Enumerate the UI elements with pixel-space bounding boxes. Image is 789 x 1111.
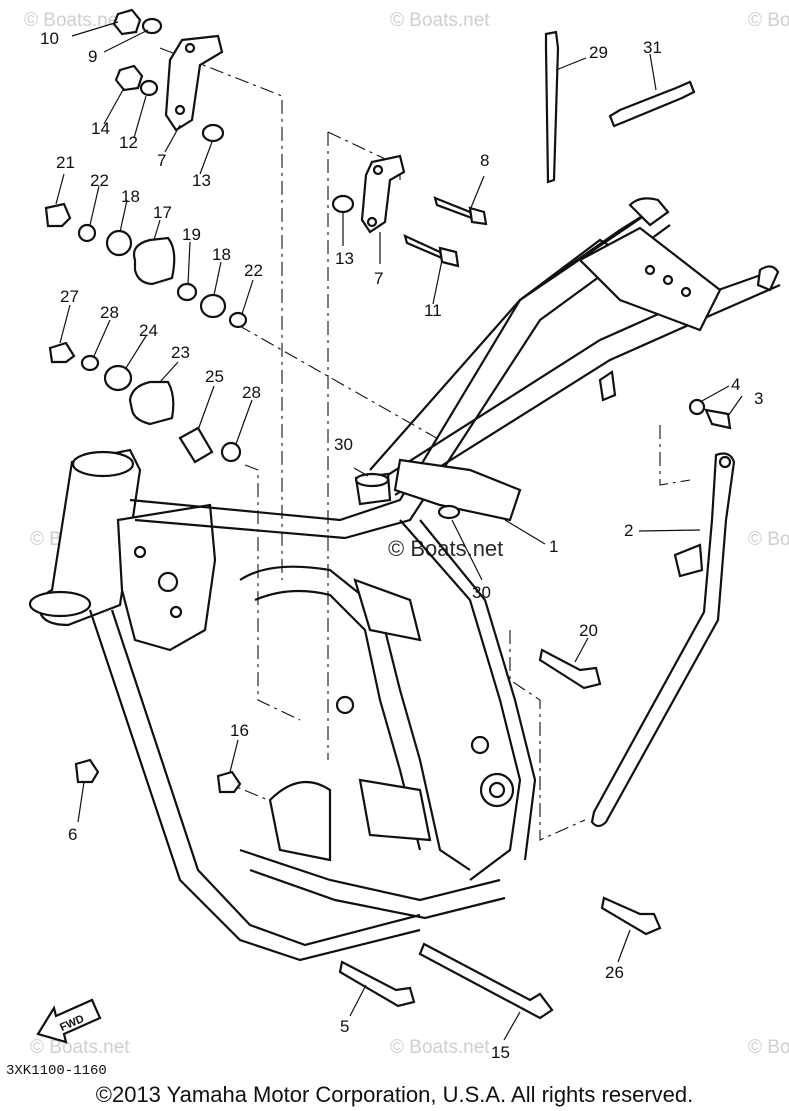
- watermark: © Boats.net: [390, 1037, 490, 1058]
- watermark: © Boats.net: [390, 10, 490, 31]
- callout-2: 2: [624, 521, 633, 540]
- callout-24: 24: [139, 321, 158, 340]
- callout-25: 25: [205, 367, 224, 386]
- watermark-center: © Boats.net: [388, 536, 503, 561]
- main-frame: [28, 197, 781, 962]
- callout-18b: 18: [212, 245, 231, 264]
- callout-6: 6: [68, 825, 77, 844]
- callout-26: 26: [605, 963, 624, 982]
- callout-13b: 13: [335, 249, 354, 268]
- leader-lines: [55, 21, 743, 1041]
- callout-7a: 7: [157, 151, 166, 170]
- callout-13a: 13: [192, 171, 211, 190]
- watermark: © Boats.net: [748, 1037, 789, 1058]
- drawing-code: 3XK1100-1160: [6, 1063, 107, 1079]
- callout-7b: 7: [374, 269, 383, 288]
- watermark: © Boats.net: [24, 10, 124, 31]
- callout-22a: 22: [90, 171, 109, 190]
- callout-15: 15: [491, 1043, 510, 1062]
- callout-4: 4: [731, 375, 740, 394]
- callout-20: 20: [579, 621, 598, 640]
- callout-28b: 28: [242, 383, 261, 402]
- callout-9: 9: [88, 47, 97, 66]
- callout-11: 11: [424, 301, 442, 320]
- callout-18a: 18: [121, 187, 140, 206]
- callout-1: 1: [549, 537, 558, 556]
- callout-23: 23: [171, 343, 190, 362]
- callout-27: 27: [60, 287, 79, 306]
- callout-5: 5: [340, 1017, 349, 1036]
- callout-17: 17: [153, 203, 172, 222]
- fwd-arrow-icon: FWD: [36, 998, 102, 1044]
- callout-22b: 22: [244, 261, 263, 280]
- callout-21: 21: [56, 153, 75, 172]
- frame-brace: [590, 452, 736, 828]
- callout-labels: 10 9 14 12 7 13 21 22 18 17 19 18 22 27 …: [40, 29, 763, 1062]
- callout-30b: 30: [472, 583, 491, 602]
- callout-14: 14: [91, 119, 110, 138]
- hardware-parts: [44, 8, 732, 1020]
- watermark: © Boats.net: [30, 1037, 130, 1058]
- callout-10: 10: [40, 29, 59, 48]
- callout-30a: 30: [334, 435, 353, 454]
- callout-16: 16: [230, 721, 249, 740]
- callout-29: 29: [589, 43, 608, 62]
- callout-31: 31: [643, 38, 662, 57]
- watermark: © Boats.net: [748, 529, 789, 550]
- copyright-notice: ©2013 Yamaha Motor Corporation, U.S.A. A…: [95, 1082, 694, 1107]
- watermark: © Boats.net: [748, 10, 789, 31]
- callout-3: 3: [754, 389, 763, 408]
- callout-12: 12: [119, 133, 138, 152]
- callout-8: 8: [480, 151, 489, 170]
- callout-19: 19: [182, 225, 201, 244]
- callout-28a: 28: [100, 303, 119, 322]
